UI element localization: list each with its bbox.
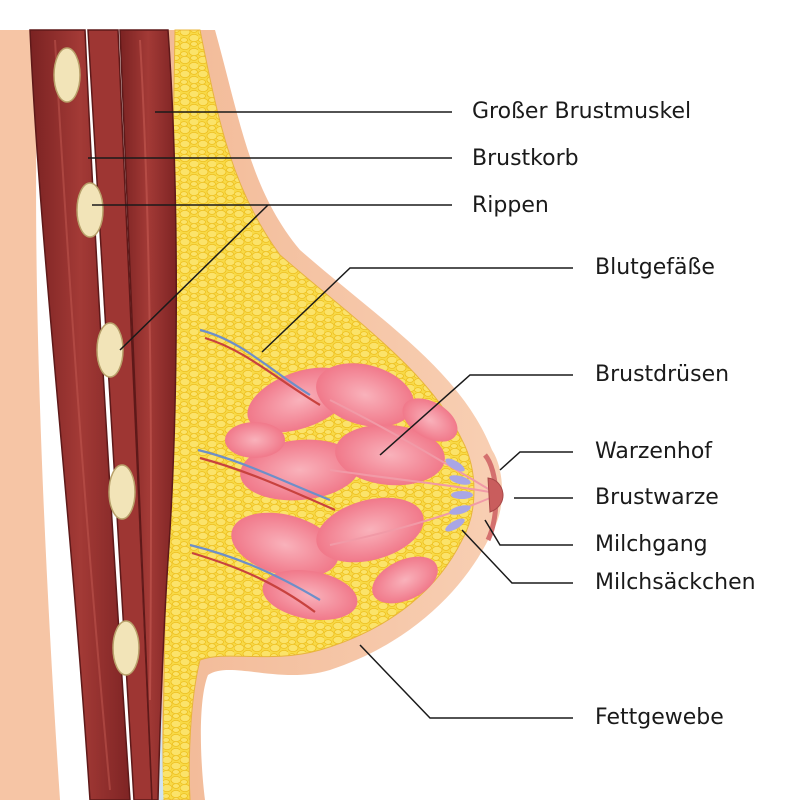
label-milk-duct: Milchgang — [595, 532, 708, 557]
gland-lobe — [402, 398, 458, 442]
milk-sac — [445, 518, 465, 532]
pectoral-fiber — [139, 39, 152, 701]
milk-sacs — [445, 458, 473, 532]
nipple — [487, 477, 504, 513]
milk-sac — [445, 458, 465, 472]
gland-lobe — [372, 556, 438, 604]
label-ribs: Rippen — [472, 193, 549, 218]
label-milk-sacs: Milchsäckchen — [595, 570, 756, 595]
leader-fat-tissue — [359, 644, 573, 719]
label-mammary-glands: Brustdrüsen — [595, 362, 730, 387]
label-nipple: Brustwarze — [595, 485, 719, 510]
vein — [197, 448, 331, 502]
gland-lobe — [316, 497, 424, 563]
rib-1 — [53, 47, 81, 103]
gland-lobe — [225, 422, 285, 458]
duct-path — [329, 497, 491, 546]
artery — [199, 456, 336, 512]
artery — [191, 551, 316, 613]
label-fat-tissue: Fettgewebe — [595, 705, 724, 730]
vein — [189, 543, 321, 601]
leader-milk-sacs — [461, 529, 573, 584]
milk-sac — [449, 505, 471, 515]
body-skin-left — [0, 30, 60, 800]
milk-ducts — [329, 399, 491, 546]
duct-path — [329, 469, 491, 493]
vein — [199, 328, 311, 396]
gland-lobe — [231, 512, 339, 578]
gland-lobe — [316, 363, 414, 427]
leader-ribs-diagonal — [119, 204, 269, 351]
leader-areola — [499, 451, 573, 471]
leader-mammary-glands — [379, 374, 573, 456]
label-chest-wall: Brustkorb — [472, 146, 579, 171]
rib-2 — [76, 182, 104, 238]
rib-4 — [108, 464, 136, 520]
rib-5 — [112, 620, 140, 676]
milk-sac — [451, 491, 473, 499]
rib-3 — [96, 322, 124, 378]
label-areola: Warzenhof — [595, 439, 713, 464]
artery — [204, 336, 321, 406]
pectoral-muscle — [119, 29, 178, 800]
gland-lobe — [335, 424, 445, 486]
leader-lines — [88, 111, 573, 719]
leader-blood-vessels — [261, 267, 573, 353]
milk-sac — [449, 475, 471, 485]
ribs — [53, 47, 140, 676]
label-pectoral-muscle: Großer Brustmuskel — [472, 99, 692, 124]
blood-vessels — [189, 328, 336, 613]
chest-fiber — [54, 39, 111, 791]
label-blood-vessels: Blutgefäße — [595, 255, 715, 280]
intercostal-band — [87, 29, 153, 800]
duct-path — [329, 399, 491, 491]
leader-milk-duct — [484, 519, 573, 546]
